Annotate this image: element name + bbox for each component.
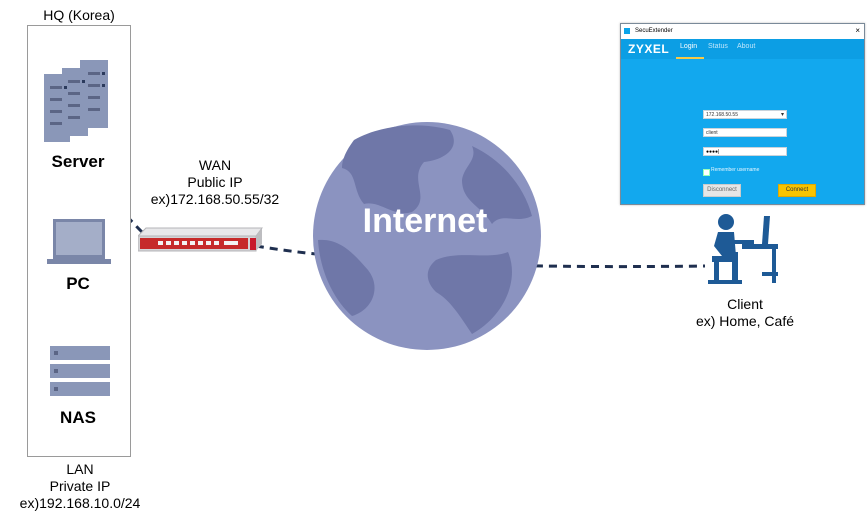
globe-icon bbox=[313, 122, 541, 350]
lan-title: LAN bbox=[66, 461, 94, 477]
wan-title: WAN bbox=[198, 157, 232, 173]
remember-username-label: Remember username bbox=[711, 167, 760, 173]
window-titlebar: SecuExtender × bbox=[621, 24, 864, 38]
lan-label: LAN Private IP ex)192.168.10.0/24 bbox=[0, 461, 160, 512]
client-location: ex) Home, Café bbox=[695, 313, 795, 329]
client-label: Client ex) Home, Café bbox=[660, 296, 830, 330]
secuextender-window: SecuExtender × ZYXEL Login Status About … bbox=[620, 23, 865, 205]
app-icon bbox=[624, 28, 630, 34]
pc-label: PC bbox=[66, 274, 90, 293]
firewall-device-icon bbox=[138, 227, 263, 252]
server-link-arrow bbox=[87, 165, 144, 234]
nas-label: NAS bbox=[60, 408, 96, 427]
password-field[interactable]: ●●●●| bbox=[703, 147, 787, 156]
window-body: ZYXEL Login Status About 172.168.50.55 c… bbox=[621, 39, 864, 204]
lan-subtitle: Private IP bbox=[49, 478, 111, 494]
window-title: SecuExtender bbox=[635, 28, 673, 34]
wan-subtitle: Public IP bbox=[187, 174, 243, 190]
hq-title: HQ (Korea) bbox=[43, 7, 115, 23]
close-icon[interactable]: × bbox=[855, 26, 860, 35]
tab-about[interactable]: About bbox=[737, 43, 756, 50]
laptop-icon bbox=[47, 219, 111, 264]
zyxel-logo: ZYXEL bbox=[628, 42, 670, 56]
lan-subnet: ex)192.168.10.0/24 bbox=[19, 495, 141, 511]
active-tab-indicator bbox=[676, 57, 704, 59]
tab-login[interactable]: Login bbox=[680, 43, 698, 50]
disconnect-button[interactable]: Disconnect bbox=[703, 184, 741, 197]
client-user-icon bbox=[708, 214, 778, 284]
wan-label: WAN Public IP ex)172.168.50.55/32 bbox=[130, 157, 300, 208]
nas-icon bbox=[50, 346, 110, 396]
username-field[interactable]: client bbox=[703, 128, 787, 137]
client-title: Client bbox=[727, 296, 763, 312]
tab-status[interactable]: Status bbox=[708, 43, 728, 50]
remember-username-checkbox[interactable] bbox=[703, 169, 710, 176]
server-label: Server bbox=[51, 152, 105, 171]
server-address-select[interactable]: 172.168.50.55 bbox=[703, 110, 787, 120]
internet-label: Internet bbox=[362, 202, 488, 240]
server-icon bbox=[44, 60, 108, 142]
wan-ip: ex)172.168.50.55/32 bbox=[150, 191, 280, 207]
connect-button[interactable]: Connect bbox=[778, 184, 816, 197]
nav-bar: ZYXEL Login Status About bbox=[621, 39, 864, 59]
